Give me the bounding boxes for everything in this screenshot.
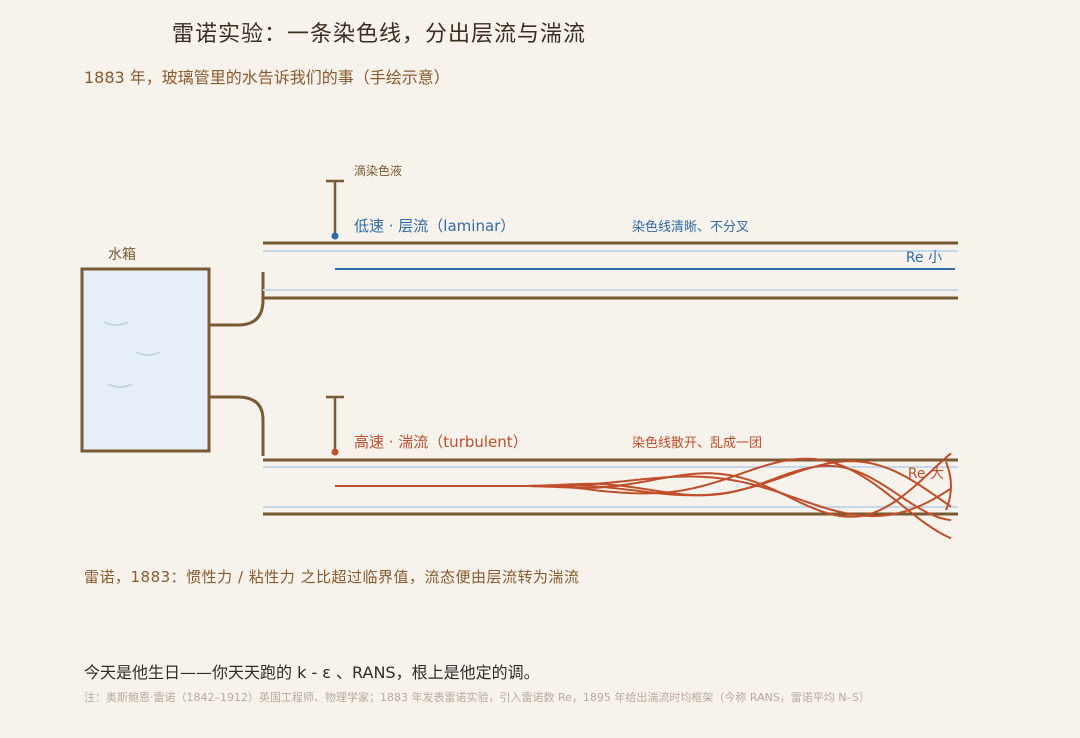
laminar-note: 染色线清晰、不分叉 <box>632 219 749 235</box>
footnote-text: 注：奥斯鲍恩·雷诺（1842–1912）英国工程师、物理学家；1883 年发表雷… <box>84 691 871 704</box>
page-title: 雷诺实验：一条染色线，分出层流与湍流 <box>172 22 587 47</box>
turbulent-dye-waves <box>527 452 952 540</box>
turbulent-wave <box>528 457 952 540</box>
water-ripple <box>135 351 161 356</box>
birthday-text: 今天是他生日——你天天跑的 k - ε 、RANS，根上是他定的调。 <box>84 663 540 682</box>
tank-label: 水箱 <box>108 247 136 263</box>
turbulent-note: 染色线散开、乱成一团 <box>632 435 762 451</box>
turbulent-wave-end <box>945 461 952 511</box>
laminar-connector <box>209 272 265 327</box>
turbulent-connector <box>209 395 265 456</box>
conclusion-text: 雷诺，1883：惯性力 / 粘性力 之比超过临界值，流态便由层流转为湍流 <box>84 568 580 586</box>
water-tank <box>80 267 211 453</box>
turbulent-title: 高速 · 湍流（turbulent） <box>354 433 528 451</box>
dye-drop-label: 滴染色液 <box>354 163 402 178</box>
laminar-title: 低速 · 层流（laminar） <box>354 217 515 235</box>
turbulent-dye-drop <box>331 448 339 456</box>
turbulent-re-label: Re 大 <box>908 466 944 482</box>
laminar-re-label: Re 小 <box>906 250 942 266</box>
water-ripple <box>107 383 133 388</box>
page-subtitle: 1883 年，玻璃管里的水告诉我们的事（手绘示意） <box>84 68 450 87</box>
laminar-dye-drop <box>331 232 339 240</box>
water-ripple <box>103 321 129 326</box>
turbulent-wave <box>527 460 952 508</box>
turbulent-wave <box>528 475 952 518</box>
